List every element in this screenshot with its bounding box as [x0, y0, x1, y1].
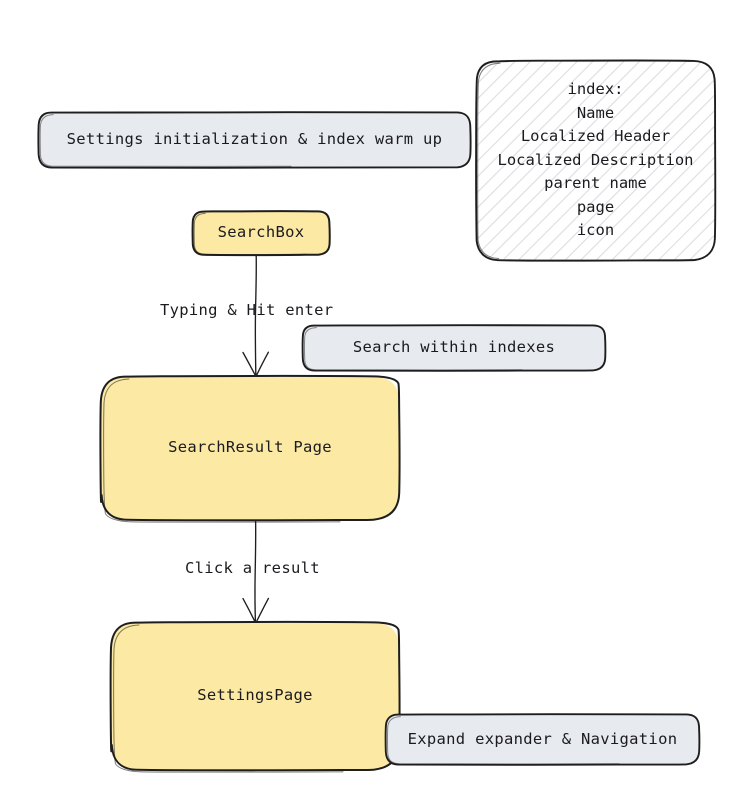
- node-settings-page[interactable]: SettingsPage: [111, 623, 399, 769]
- note-expand-expander-navigation[interactable]: Expand expander & Navigation: [386, 715, 699, 764]
- note-settings-initialization[interactable]: Settings initialization & index warm up: [39, 113, 470, 167]
- edge-label-typing-hit-enter: Typing & Hit enter: [160, 301, 334, 319]
- node-search-result-page-label: SearchResult Page: [168, 438, 332, 457]
- node-search-result-page[interactable]: SearchResult Page: [101, 377, 399, 519]
- note-search-within-indexes[interactable]: Search within indexes: [303, 326, 605, 370]
- node-settings-page-label: SettingsPage: [197, 686, 313, 705]
- note-search-within-indexes-label: Search within indexes: [352, 338, 556, 357]
- index-schema-box[interactable]: index: Name Localized Header Localized D…: [476, 61, 715, 260]
- edge-label-click-a-result: Click a result: [185, 559, 320, 577]
- node-search-box[interactable]: SearchBox: [193, 212, 329, 254]
- index-schema-text: index: Name Localized Header Localized D…: [497, 80, 694, 240]
- note-expand-expander-navigation-label: Expand expander & Navigation: [407, 729, 678, 748]
- note-settings-initialization-label: Settings initialization & index warm up: [66, 130, 443, 149]
- node-search-box-label: SearchBox: [217, 223, 305, 242]
